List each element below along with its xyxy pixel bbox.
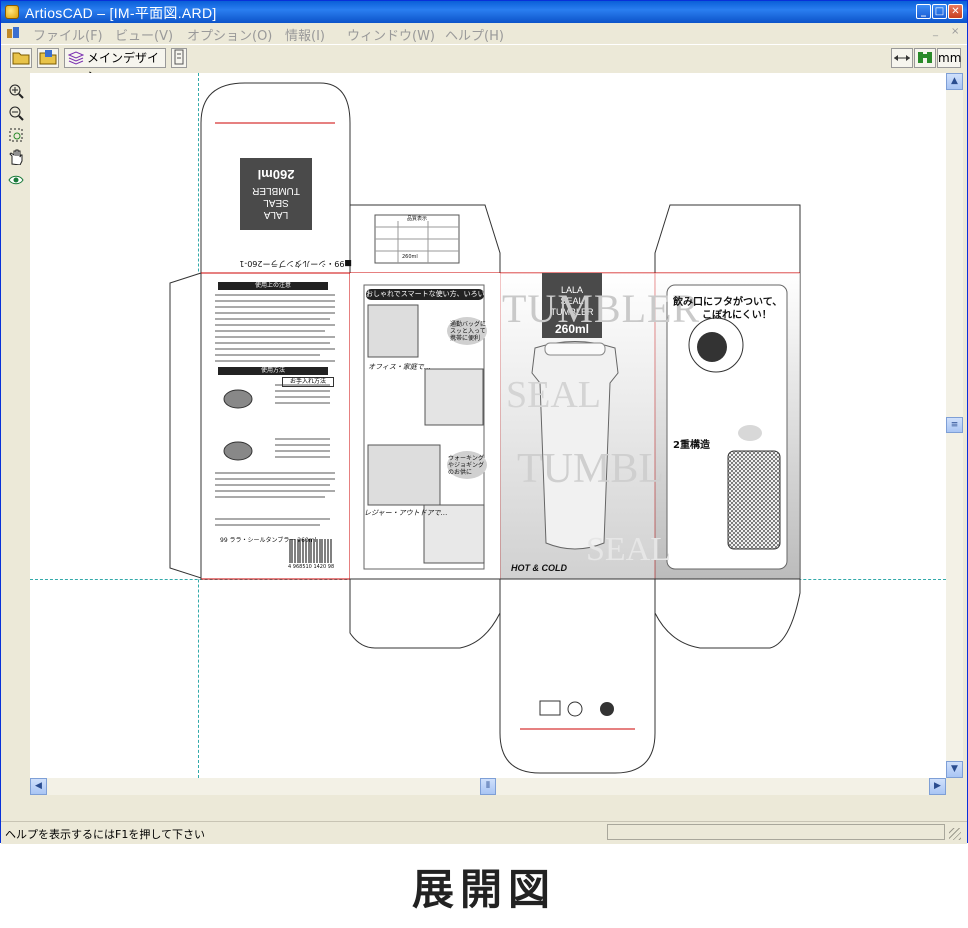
top-flap-code: ■99・シールタンブラー260-1 [239, 259, 352, 268]
left-section-usage: 使用方法 [218, 367, 328, 375]
front-capacity: 260ml [554, 322, 590, 336]
menu-window[interactable]: ウィンドウ(W) [347, 29, 435, 44]
menu-view[interactable]: ビュー(V) [115, 29, 174, 44]
window-title: ArtiosCAD – [IM-平面図.ARD] [25, 5, 217, 21]
status-help-text: ヘルプを表示するにはF1を押して下さい [5, 828, 205, 841]
scroll-left-button[interactable]: ◀ [30, 778, 47, 795]
hot-cold-label: HOT & COLD [511, 563, 567, 573]
left-section-caution: 使用上の注意 [218, 282, 328, 290]
menu-file[interactable]: ファイル(F) [33, 29, 103, 44]
left-section-care: お手入れ方法 [282, 377, 334, 387]
menu-help[interactable]: ヘルプ(H) [445, 29, 504, 44]
horizontal-scrollbar[interactable]: ◀ ⦀ ▶ [30, 778, 946, 795]
bg-word-seal: SEAL [506, 374, 601, 416]
panel4-double-structure: 2重構造 [673, 440, 710, 451]
barcode [288, 538, 334, 568]
title-bar[interactable]: ArtiosCAD – [IM-平面図.ARD] _ □ ✕ [1, 1, 967, 23]
bg-word-seal-2: SEAL [586, 531, 671, 568]
top-flap-line1: LALA [263, 209, 289, 220]
toolbar: メインデザイン mm [1, 44, 967, 83]
panel2-office-caption: オフィス・家庭で… [368, 363, 431, 371]
status-panel [607, 824, 945, 840]
mdi-minimize-button[interactable]: _ [933, 26, 938, 37]
view-toolbar [1, 73, 30, 778]
top-flap-capacity: 260ml [257, 167, 295, 182]
panel2-leisure-caption: レジャー・アウトドアで… [364, 509, 448, 517]
panel2-bubble2: ウォーキングやジョギングのお供に [448, 455, 485, 476]
spec-table-title: 品質表示 [406, 216, 427, 222]
maximize-button[interactable]: □ [932, 4, 947, 19]
main-design-button[interactable]: メインデザイン [64, 48, 166, 83]
measure-icon[interactable] [891, 48, 913, 68]
panel4-heading2: こぼれにくい！ [702, 310, 772, 321]
top-flap-product-label: LALA SEAL TUMBLER 260ml [240, 158, 312, 230]
panel2-bubble1: 通勤バッグにスッと入って携帯に便利 [450, 321, 487, 342]
binoculars-icon[interactable] [914, 48, 936, 68]
single-design-icon[interactable] [171, 48, 187, 68]
barcode-number: 4 968510 1420 98 [288, 564, 335, 570]
front-line1: LALA [560, 285, 584, 295]
close-button[interactable]: ✕ [948, 4, 963, 19]
top-flap-line2: SEAL TUMBLER [252, 185, 300, 208]
mdi-close-button[interactable]: × [951, 26, 960, 37]
page-caption: 展開図 [411, 865, 556, 914]
vertical-scroll-thumb[interactable]: ≡ [946, 417, 963, 433]
zoom-out-icon[interactable] [7, 105, 25, 123]
app-window: ArtiosCAD – [IM-平面図.ARD] _ □ ✕ ファイル(F) ビ… [0, 0, 968, 844]
front-product-label: LALA SEAL TUMBLER 260ml [542, 285, 602, 335]
scroll-right-button[interactable]: ▶ [929, 778, 946, 795]
resize-grip-icon[interactable] [949, 828, 961, 840]
bg-word-tumbler: TUMBLER [502, 286, 701, 331]
open-design-icon[interactable] [37, 48, 59, 68]
die-line-drawing [169, 82, 801, 774]
left-product-info: 99 ララ・シールタンブラー 260ml [220, 537, 317, 544]
menu-bar: ファイル(F) ビュー(V) オプション(O) 情報(I) ウィンドウ(W) ヘ… [1, 23, 967, 44]
document-menu-icon[interactable] [6, 26, 20, 40]
horizontal-scroll-thumb[interactable]: ⦀ [480, 778, 496, 795]
scroll-down-button[interactable]: ▼ [946, 761, 963, 778]
minimize-button[interactable]: _ [916, 4, 931, 19]
bg-word-tumbl: TUMBL [517, 446, 664, 492]
spec-table-capacity: 260ml [402, 254, 418, 260]
open-folder-icon[interactable] [10, 48, 32, 68]
menu-options[interactable]: オプション(O) [187, 29, 273, 44]
panel2-heading: おしゃれでスマートな使い方、いろいろ！ [366, 289, 484, 300]
view-eye-icon[interactable] [7, 171, 25, 189]
menu-info[interactable]: 情報(I) [285, 29, 325, 44]
vertical-scrollbar[interactable]: ▲ ≡ ▼ [946, 73, 963, 778]
panel4-heading1: 飲み口にフタがついて、 [673, 297, 783, 308]
status-bar: ヘルプを表示するにはF1を押して下さい [1, 821, 967, 844]
layers-icon [68, 51, 84, 65]
pan-hand-icon[interactable] [7, 149, 25, 167]
zoom-in-icon[interactable] [7, 83, 25, 101]
units-button[interactable]: mm [937, 48, 961, 68]
design-canvas[interactable]: LALA SEAL TUMBLER 260ml ■99・シールタンブラー260-… [30, 73, 946, 778]
artioscad-app-icon[interactable] [5, 5, 19, 19]
scroll-up-button[interactable]: ▲ [946, 73, 963, 90]
front-line2: SEAL TUMBLER [550, 296, 594, 317]
zoom-window-icon[interactable] [7, 127, 25, 145]
